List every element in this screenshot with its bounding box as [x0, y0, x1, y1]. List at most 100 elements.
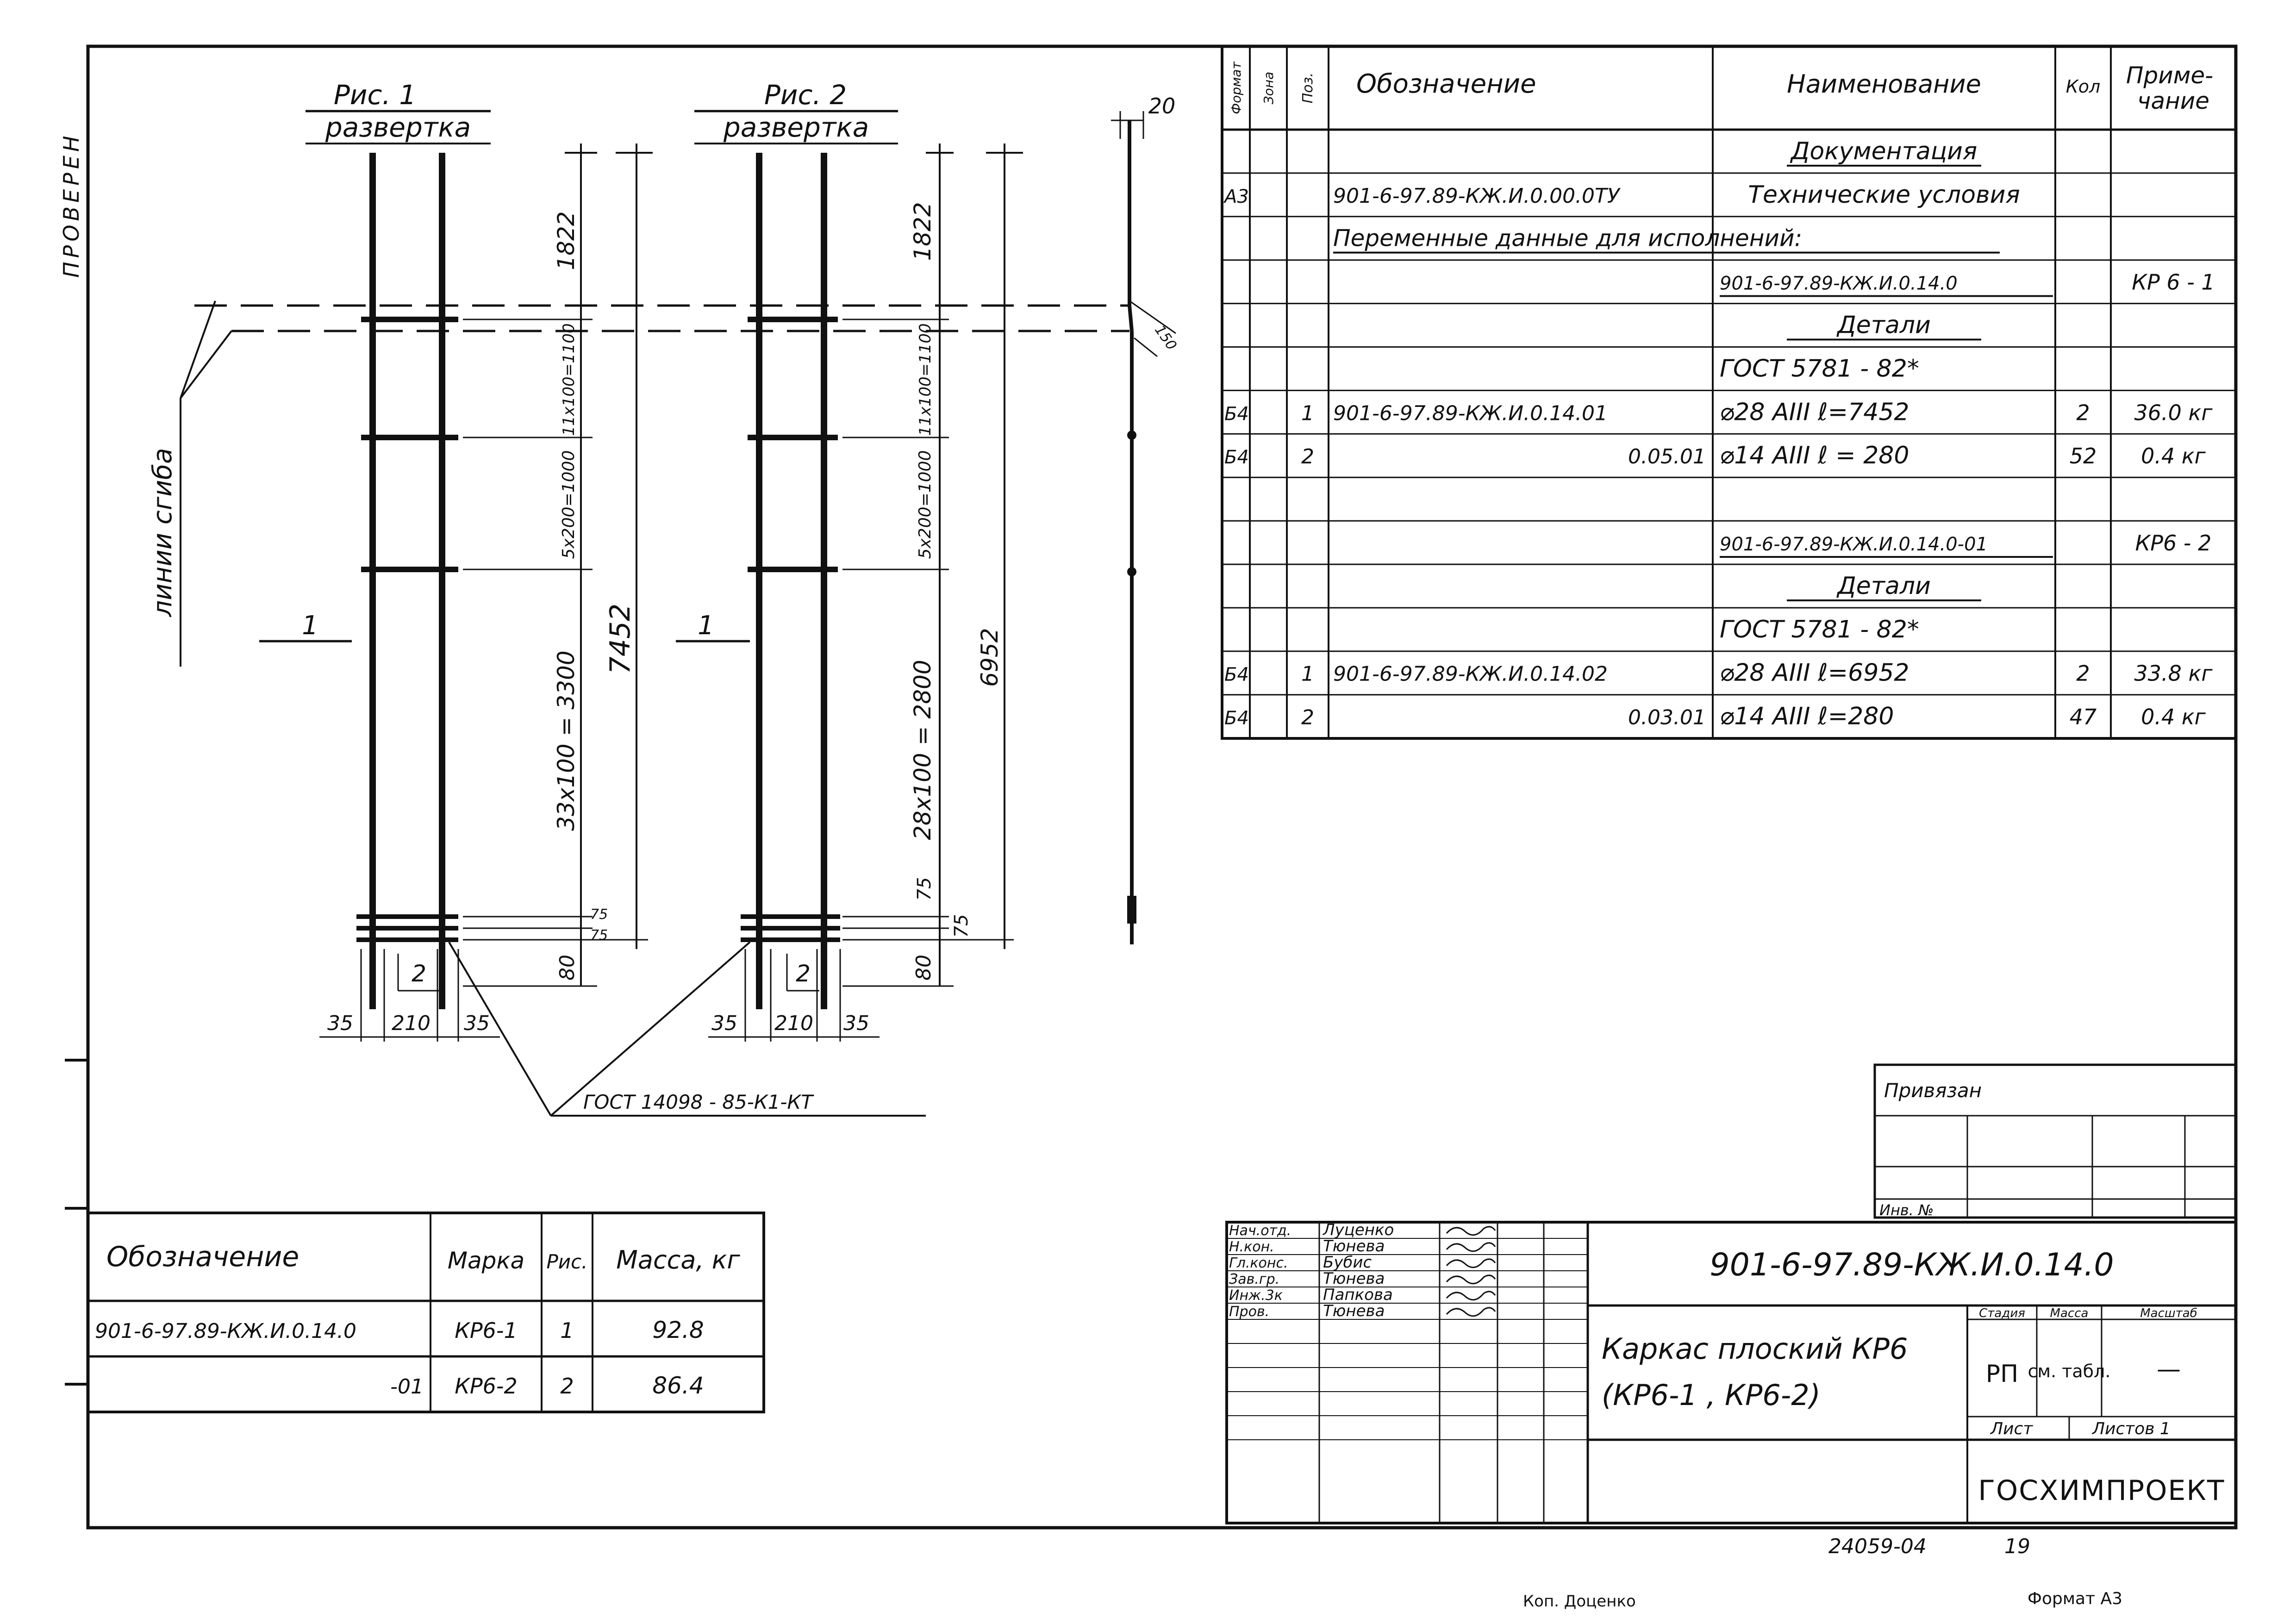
spec-header-zone: Зона — [1261, 72, 1276, 105]
person-name: Луценко — [1322, 1221, 1394, 1239]
spec-designation: 901-6-97.89-КЖ.И.0.00.0ТУ — [1333, 184, 1621, 208]
marks-mark: КР6-1 — [455, 1318, 518, 1343]
fig1-dim-spacing-b: 5x200=1000 — [559, 450, 578, 559]
spec-pos: 2 — [1301, 445, 1314, 468]
fig2-dim-35a: 35 — [711, 1012, 737, 1035]
title-scale-label: Масштаб — [2140, 1306, 2197, 1320]
spec-name: ГОСТ 5781 - 82* — [1720, 616, 1919, 643]
fig2-dim-75a: 75 — [914, 877, 935, 901]
bend-label: линии сгиба — [148, 448, 178, 618]
spec-designation: Переменные данные для исполнений: — [1333, 225, 1802, 252]
fig1-dim-210: 210 — [392, 1012, 430, 1035]
fig1-pos-mark: 2 — [412, 960, 426, 987]
bend-lines: линии сгиба — [148, 300, 1129, 667]
marks-table: Обозначение Марка Рис. Масса, кг 901-6-9… — [87, 1212, 765, 1413]
person-name: Тюнева — [1323, 1302, 1385, 1320]
fig2-section-mark: 1 — [698, 611, 714, 641]
weld-leader: ГОСТ 14098 - 85-К1-КТ — [448, 941, 926, 1117]
signature-mark — [1446, 1274, 1496, 1285]
marks-mass: 92.8 — [652, 1317, 704, 1343]
spec-note: 0.4 кг — [2141, 705, 2206, 730]
title-mass-label: Масса — [2050, 1306, 2089, 1320]
footer-format: Формат А3 — [2028, 1589, 2122, 1608]
spec-designation: 0.03.01 — [1628, 706, 1706, 730]
spec-qty: 52 — [2070, 443, 2097, 468]
fig1-dim-35a: 35 — [327, 1012, 353, 1035]
person-role: Н.кон. — [1229, 1239, 1274, 1255]
title-mass-value: см. табл. — [2028, 1361, 2111, 1381]
fig1-dim-spacing-a: 11x100=1100 — [560, 323, 578, 436]
margin-note: ПРОВЕРЕН — [59, 132, 84, 278]
sheet-frame — [65, 44, 2238, 1530]
spec-note: 33.8 кг — [2134, 661, 2213, 686]
spec-format: Б4 — [1224, 664, 1249, 686]
spec-name: 901-6-97.89-КЖ.И.0.14.0 — [1720, 273, 1958, 294]
side-dim-20: 20 — [1148, 94, 1176, 119]
signature-mark — [1446, 1307, 1496, 1317]
footer-number: 24059-04 — [1828, 1535, 1927, 1558]
spec-designation: 0.05.01 — [1628, 445, 1706, 468]
fig2-dim-total: 6952 — [976, 628, 1003, 687]
signature-mark — [1446, 1226, 1496, 1236]
title-code: 901-6-97.89-КЖ.И.0.14.0 — [1710, 1247, 2114, 1283]
spec-header-designation: Обозначение — [1356, 69, 1536, 99]
binding-block: Привязан Инв. № — [1873, 1063, 2237, 1219]
fig2-dim-spacing-a: 11x100=1100 — [916, 323, 935, 436]
fig2-dim-210: 210 — [774, 1012, 813, 1035]
title-block: Нач.отд.ЛуценкоН.кон.ТюневаГл.конс.Бубис… — [1225, 1221, 2237, 1524]
person-name: Тюнева — [1323, 1237, 1385, 1255]
fig2-dim-75b: 75 — [951, 914, 972, 938]
binding-title: Привязан — [1884, 1079, 1982, 1102]
spec-header-pos: Поз. — [1300, 73, 1316, 103]
spec-qty: 2 — [2076, 400, 2090, 425]
spec-pos: 1 — [1301, 401, 1314, 425]
person-role: Гл.конс. — [1229, 1255, 1288, 1271]
fig2-title: Рис. 2 — [764, 79, 847, 111]
spec-note: 0.4 кг — [2141, 443, 2206, 468]
spec-name: 901-6-97.89-КЖ.И.0.14.0-01 — [1720, 534, 1988, 555]
fig2-dim-spacing-c: 28x100 = 2800 — [909, 660, 936, 840]
figure-2: Рис. 2 развертка 1822 11x100=1100 5x200=… — [676, 79, 1023, 1042]
marks-header-designation: Обозначение — [106, 1241, 299, 1273]
spec-designation: 901-6-97.89-КЖ.И.0.14.01 — [1333, 401, 1608, 425]
fig2-dim-spacing-b: 5x200=1000 — [916, 450, 935, 559]
title-sheet-label: Лист — [1990, 1419, 2033, 1438]
spec-qty: 2 — [2076, 661, 2090, 686]
spec-note: КР6 - 2 — [2135, 531, 2212, 556]
title-name-line1: Каркас плоский КР6 — [1602, 1332, 1908, 1366]
fig1-section-mark: 1 — [302, 611, 318, 641]
person-role: Зав.гр. — [1229, 1271, 1279, 1287]
title-stage: РП — [1986, 1360, 2018, 1388]
fig1-dim-35b: 35 — [464, 1012, 490, 1035]
spec-format: Б4 — [1224, 447, 1249, 468]
spec-table: Формат Зона Поз. Обозначение Наименовани… — [1221, 45, 2237, 740]
spec-name: ⌀28 АIII ℓ=6952 — [1720, 659, 1909, 687]
signature-mark — [1446, 1242, 1496, 1252]
marks-header-fig: Рис. — [546, 1250, 587, 1273]
spec-name: Детали — [1836, 311, 1931, 339]
fig2-dim-80: 80 — [912, 955, 936, 981]
footer-page: 19 — [2004, 1535, 2030, 1558]
person-name: Тюнева — [1323, 1269, 1385, 1288]
person-role: Инж.3к — [1229, 1287, 1283, 1304]
fig1-dim-75b: 75 — [590, 927, 608, 943]
title-name-line2: (КР6-1 , КР6-2) — [1602, 1378, 1821, 1412]
binding-inv: Инв. № — [1879, 1201, 1934, 1219]
fig2-pos-mark: 2 — [796, 960, 811, 987]
person-name: Папкова — [1323, 1286, 1393, 1304]
spec-format: Б4 — [1224, 403, 1249, 425]
fig1-title: Рис. 1 — [334, 79, 416, 111]
spec-note: 36.0 кг — [2134, 400, 2213, 425]
marks-designation: 901-6-97.89-КЖ.И.0.14.0 — [95, 1319, 356, 1343]
spec-name: Детали — [1836, 572, 1931, 600]
signature-mark — [1446, 1291, 1496, 1301]
marks-header-mass: Масса, кг — [616, 1245, 740, 1274]
title-stage-label: Стадия — [1979, 1306, 2025, 1320]
footer-copied: Коп. Доценко — [1523, 1592, 1636, 1611]
marks-designation: -01 — [390, 1375, 424, 1399]
marks-fig: 1 — [560, 1318, 574, 1343]
side-view: 20 150 — [1111, 94, 1180, 944]
fig2-dim-35b: 35 — [843, 1012, 869, 1035]
fig1-dim-75a: 75 — [590, 906, 608, 923]
title-org: ГОСХИМПРОЕКТ — [1978, 1474, 2225, 1507]
